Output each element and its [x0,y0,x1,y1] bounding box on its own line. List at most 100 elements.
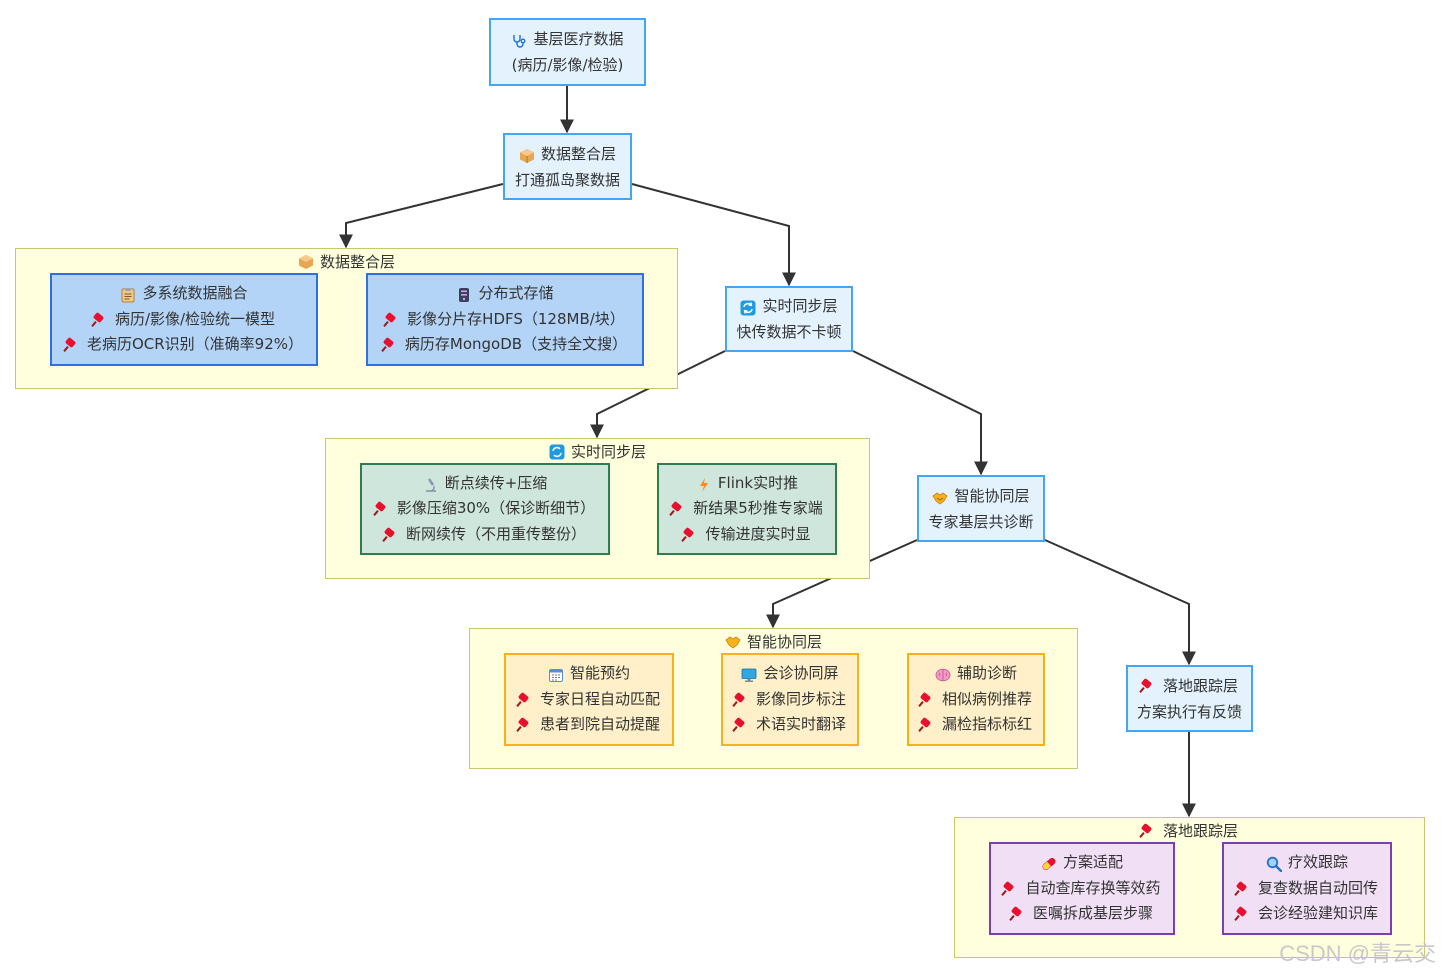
card-title: 方案适配 [1062,853,1123,872]
card-item: 会诊经验建知识库 [1257,904,1378,923]
card-smart-booking: 智能预约 专家日程自动匹配 患者到院自动提醒 [504,653,674,746]
pushpin-icon [1141,825,1153,837]
card-title: 多系统数据融合 [142,284,248,303]
sync-layer-title: 实时同步层 [762,297,838,315]
sync-group-title: 实时同步层 [570,443,646,461]
card-multi-system-fusion: 多系统数据融合 病历/影像/检验统一模型 老病历OCR识别（准确率92%） [50,273,318,366]
collab-layer-group: 智能协同层 智能预约 专家日程自动匹配 患者到院自动提醒 会诊协同屏 影像同步标… [469,628,1078,769]
calendar-icon [548,666,564,682]
pushpin-icon [734,694,746,706]
package-icon [519,146,535,163]
tracking-layer-subtitle: 方案执行有反馈 [1136,702,1242,721]
card-title: Flink实时推 [717,473,799,492]
edge-sync-to-collab [852,350,988,476]
pushpin-icon [384,529,396,541]
card-efficacy-tracking: 疗效跟踪 复查数据自动回传 会诊经验建知识库 [1222,842,1392,935]
card-title: 分布式存储 [478,284,554,303]
pushpin-icon [518,719,530,731]
monitor-icon [741,666,757,682]
integration-layer-subtitle: 打通孤岛聚数据 [514,170,620,189]
collab-group-title: 智能协同层 [746,633,822,651]
pushpin-icon [734,719,746,731]
card-item: 术语实时翻译 [755,715,846,734]
card-item: 专家日程自动匹配 [539,689,660,708]
sync-icon [549,444,565,460]
source-node: 基层医疗数据 (病历/影像/检验) [489,18,646,86]
card-item: 漏检指标标红 [941,715,1032,734]
sync-icon [740,298,756,316]
server-icon [456,286,472,302]
pushpin-icon [1003,883,1015,895]
integration-layer-node: 数据整合层 打通孤岛聚数据 [503,133,632,200]
edge-integration-to-sync [631,183,796,287]
collab-layer-subtitle: 专家基层共诊断 [928,512,1034,531]
card-item: 新结果5秒推专家端 [693,499,823,518]
card-title: 会诊协同屏 [763,664,839,683]
pushpin-icon [518,694,530,706]
tracking-group-title: 落地跟踪层 [1162,822,1238,840]
watermark: CSDN @青云交 [1279,941,1436,966]
card-item: 断网续传（不用重传整份） [405,524,586,543]
pushpin-icon [1011,908,1023,920]
tracking-layer-title: 落地跟踪层 [1162,676,1238,695]
lightning-icon [696,476,712,492]
tracking-layer-group: 落地跟踪层 方案适配 自动查库存换等效药 医嘱拆成基层步骤 疗效跟踪 复查数据自… [954,817,1425,958]
card-title: 疗效跟踪 [1287,853,1348,872]
card-flink-push: Flink实时推 新结果5秒推专家端 传输进度实时显 [657,463,837,555]
card-item: 影像同步标注 [755,689,846,708]
edge-collab-to-tracking [1044,539,1196,666]
card-item: 自动查库存换等效药 [1025,878,1161,897]
edge-integration-to-group [339,183,504,249]
card-item: 复查数据自动回传 [1257,878,1378,897]
handshake-icon [725,634,741,650]
card-item: 病历/影像/检验统一模型 [114,309,276,328]
pushpin-icon [671,503,683,515]
tracking-layer-node: 落地跟踪层 方案执行有反馈 [1126,665,1253,732]
pill-icon [1041,855,1057,871]
sync-layer-group: 实时同步层 断点续传+压缩 影像压缩30%（保诊断细节） 断网续传（不用重传整份… [325,438,870,579]
card-plan-adaptation: 方案适配 自动查库存换等效药 医嘱拆成基层步骤 [989,842,1175,935]
integration-layer-title: 数据整合层 [540,144,616,163]
collab-layer-title: 智能协同层 [954,486,1030,505]
pushpin-icon [1236,908,1248,920]
clipboard-icon [120,286,136,303]
pushpin-icon [1141,680,1153,692]
card-item: 影像分片存HDFS（128MB/块） [407,309,625,328]
card-assisted-diagnosis: 辅助诊断 相似病例推荐 漏检指标标红 [907,653,1045,746]
stethoscope-icon [511,31,527,48]
card-item: 影像压缩30%（保诊断细节） [396,499,596,518]
card-item: 相似病例推荐 [941,689,1032,708]
card-item: 医嘱拆成基层步骤 [1032,904,1153,923]
pushpin-icon [1236,883,1248,895]
sync-layer-node: 实时同步层 快传数据不卡顿 [725,286,853,352]
source-subtitle: (病历/影像/检验) [511,56,624,74]
card-consult-screen: 会诊协同屏 影像同步标注 术语实时翻译 [721,653,859,746]
card-title: 辅助诊断 [956,664,1017,683]
edge-sync-to-group [590,350,726,439]
pushpin-icon [375,503,387,515]
pushpin-icon [920,719,932,731]
card-item: 患者到院自动提醒 [539,715,660,734]
pushpin-icon [383,339,395,351]
card-resume-compress: 断点续传+压缩 影像压缩30%（保诊断细节） 断网续传（不用重传整份） [360,463,610,555]
integration-group-title: 数据整合层 [319,253,395,271]
brain-icon [935,666,951,682]
source-title: 基层医疗数据 [533,30,624,48]
collab-layer-node: 智能协同层 专家基层共诊断 [917,475,1045,542]
pushpin-icon [683,529,695,541]
microscope-icon [423,476,439,492]
card-item: 传输进度实时显 [705,524,811,543]
card-item: 病历存MongoDB（支持全文搜） [404,335,628,354]
card-item: 老病历OCR识别（准确率92%） [86,335,304,354]
pushpin-icon [93,314,105,326]
magnifier-icon [1266,855,1283,873]
pushpin-icon [65,339,77,351]
card-title: 智能预约 [569,664,630,683]
card-title: 断点续传+压缩 [444,473,548,492]
pushpin-icon [920,694,932,706]
integration-layer-group: 数据整合层 多系统数据融合 病历/影像/检验统一模型 老病历OCR识别（准确率9… [15,248,678,389]
card-distributed-storage: 分布式存储 影像分片存HDFS（128MB/块） 病历存MongoDB（支持全文… [366,273,644,366]
package-icon [298,254,314,270]
pushpin-icon [385,314,397,326]
handshake-icon [932,488,949,504]
